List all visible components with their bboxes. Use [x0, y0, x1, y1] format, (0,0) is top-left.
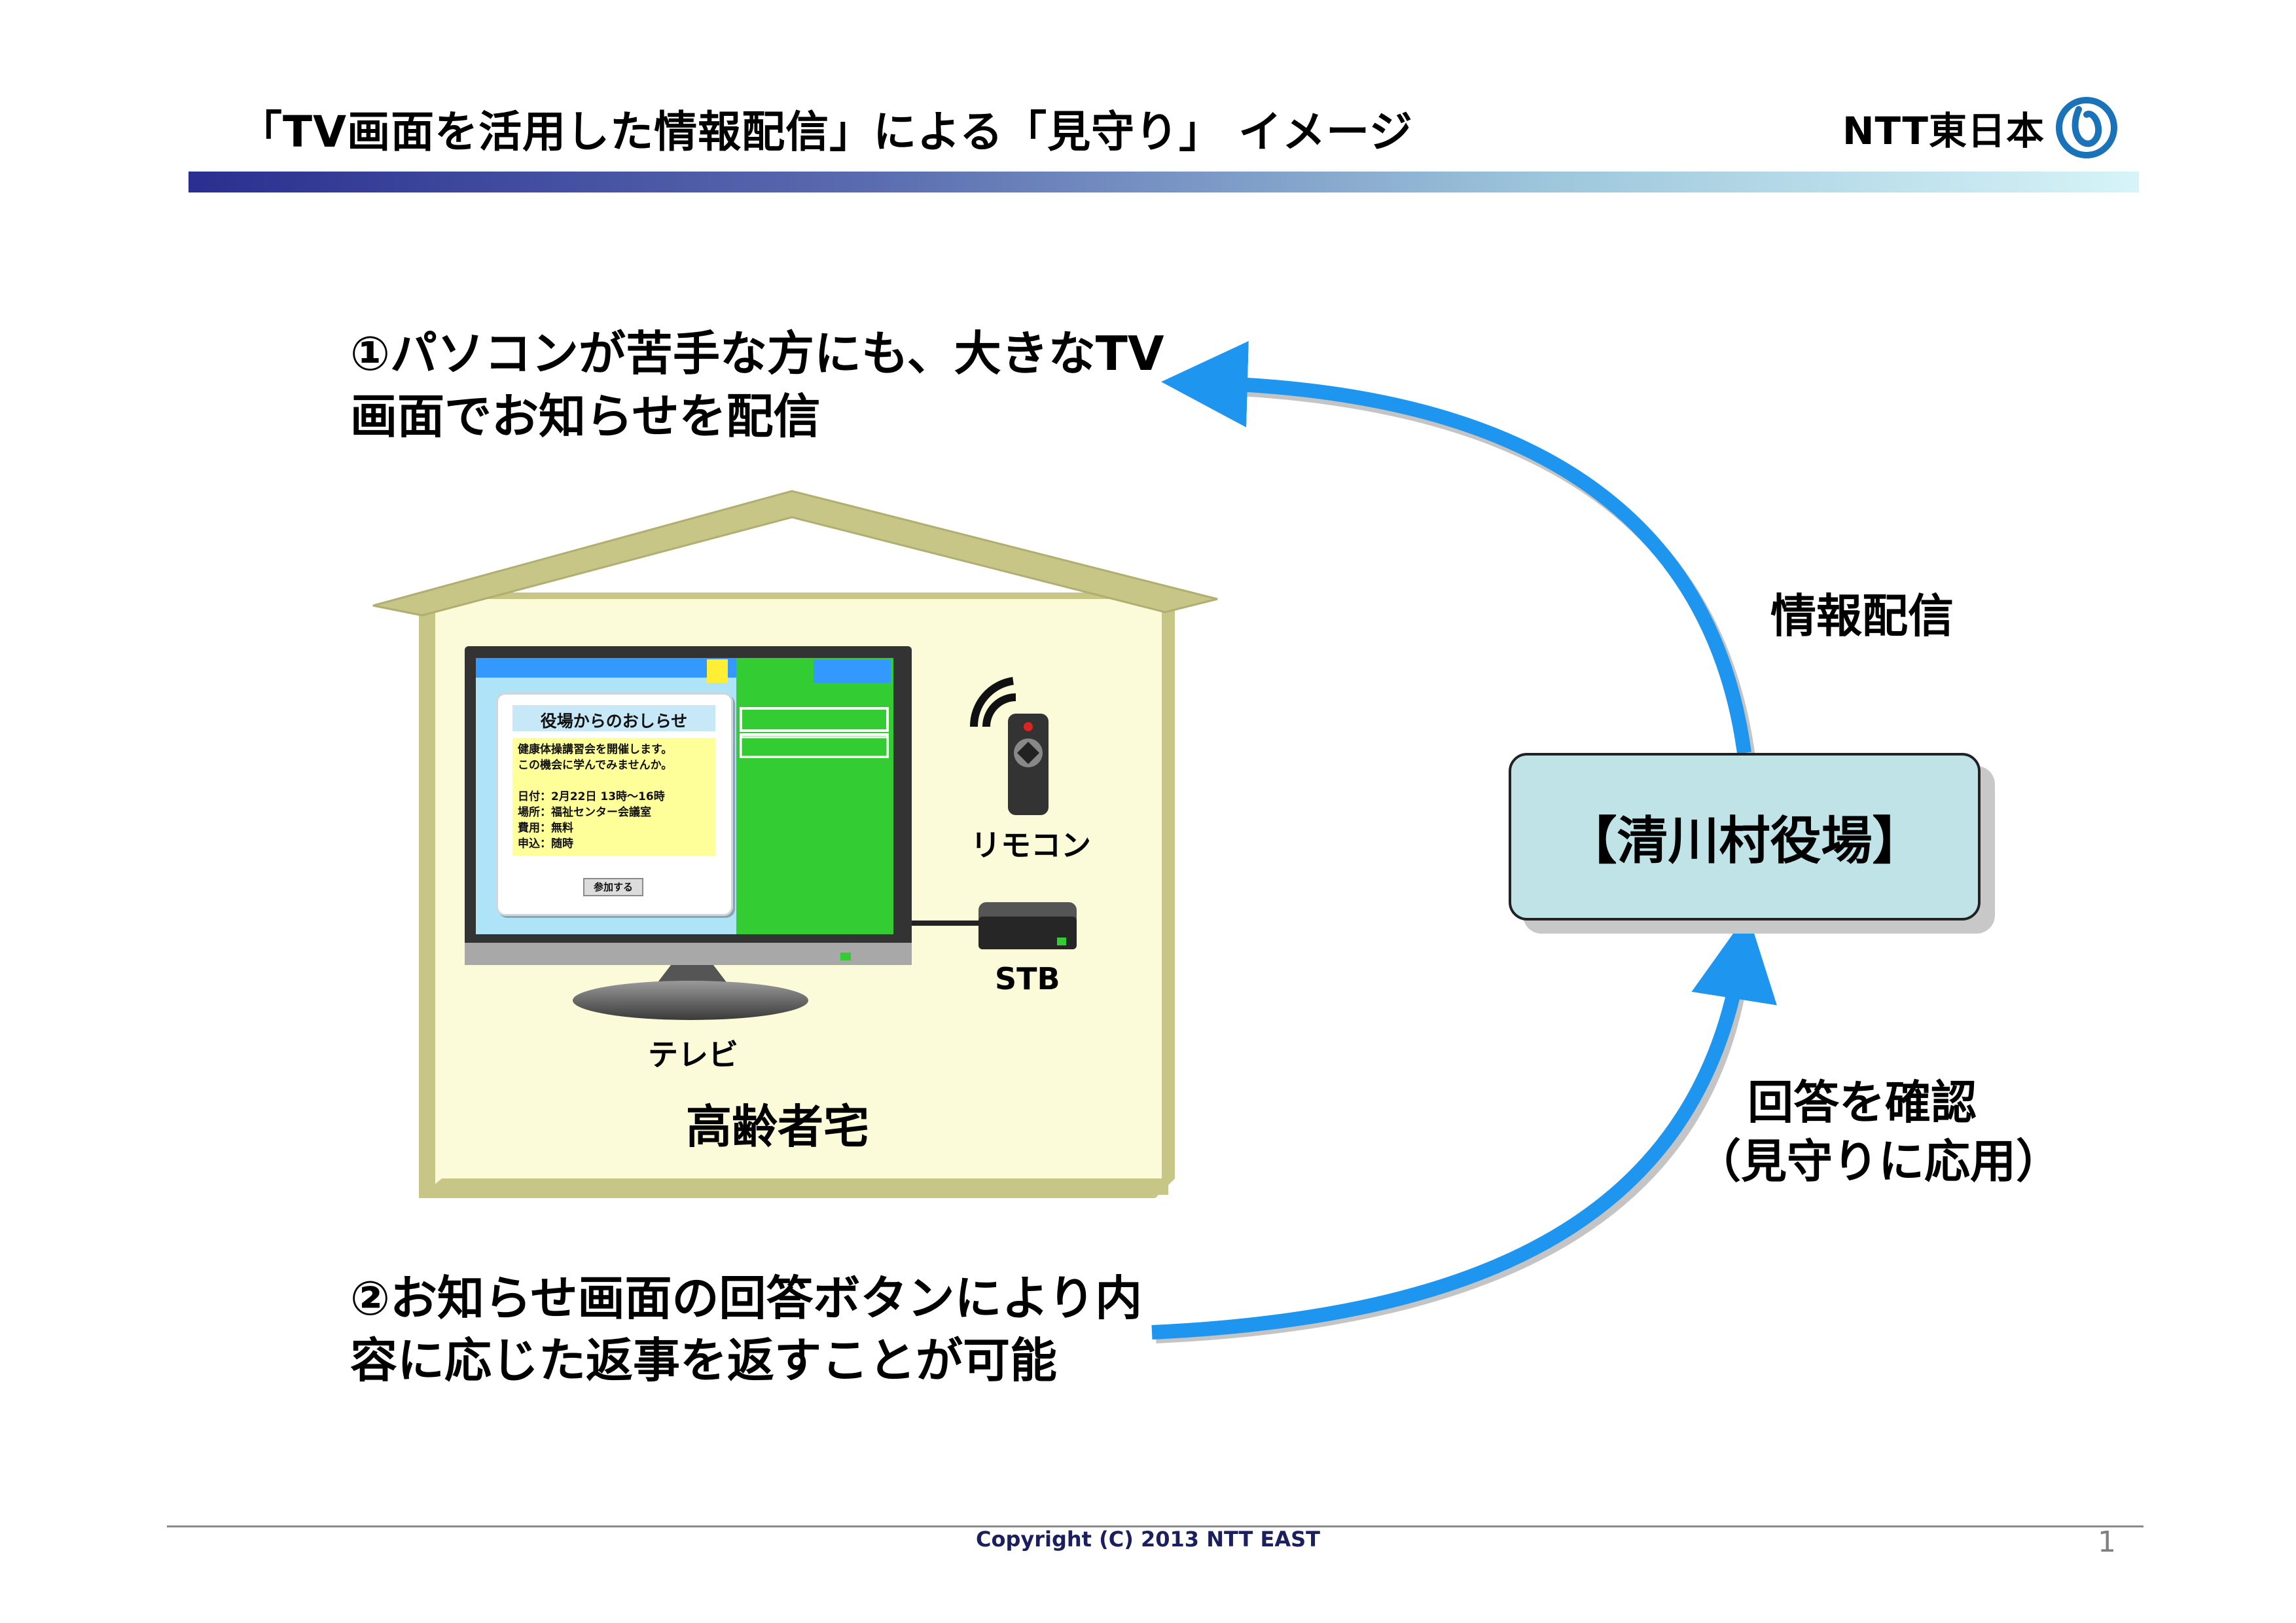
house-label: 高齢者宅: [686, 1100, 869, 1154]
office-box-label: 【清川村役場】: [1566, 812, 1924, 871]
arrow-bottom-label-2: （見守りに応用）: [1695, 1135, 2062, 1188]
remote-signal-arc: [982, 693, 1016, 727]
point2-line2: 容に応じた返事を返すことが可能: [350, 1333, 1058, 1388]
notice-title-bar: 役場からのおしらせ: [512, 705, 715, 731]
remote-red-led: [1024, 722, 1033, 731]
point1-line2: 画面でお知らせを配信: [350, 389, 821, 444]
stb-illustration: [912, 902, 1077, 949]
tv-frame-bottom: [465, 943, 912, 965]
tv-blue-tab: [814, 659, 891, 683]
ntt-east-logo: NTT東日本: [1842, 92, 2119, 164]
tv-side-field: [740, 736, 889, 758]
tv-side-panel: [736, 658, 893, 934]
remote-label: リモコン: [971, 828, 1091, 863]
notice-line: 場所：福祉センター会議室: [518, 806, 651, 819]
arrow-reply-confirm: [1151, 913, 1777, 1340]
logo-text: NTT東日本: [1842, 109, 2045, 153]
footer-divider: [167, 1525, 2144, 1527]
tv-green-tab: [738, 659, 810, 683]
remote-signal-arc: [969, 677, 1014, 727]
notice-line: 申込：随時: [518, 837, 573, 850]
tv-yellow-tab: [707, 659, 728, 683]
stb-led: [1057, 938, 1066, 945]
tv-stand-base: [573, 981, 808, 1020]
notice-line: 健康体操講習会を開催します。: [518, 743, 673, 756]
page-number: 1: [2098, 1525, 2116, 1559]
point2-line1: ②お知らせ画面の回答ボタンにより内: [350, 1271, 1143, 1326]
point1-line1: ①パソコンが苦手な方にも、大きなTV: [350, 326, 1164, 381]
copyright: Copyright (C) 2013 NTT EAST: [976, 1527, 1320, 1552]
arrow-bottom-label-1: 回答を確認: [1748, 1076, 1977, 1129]
tv-side-field: [740, 707, 889, 732]
arrow-top-label: 情報配信: [1770, 589, 1954, 643]
house-roof: [372, 490, 1218, 617]
join-button[interactable]: 参加する: [583, 878, 643, 896]
ntt-logo-icon: [2056, 97, 2117, 158]
stb-body: [978, 917, 1077, 949]
title-gradient-bar: [188, 172, 2139, 192]
notice-line: 日付：2月22日 13時～16時: [518, 790, 665, 803]
notice-line: この機会に学んでみませんか。: [518, 759, 673, 772]
page-title: 「TV画面を活用した情報配信」による「見守り」 イメージ: [239, 107, 1413, 157]
stb-label: STB: [995, 961, 1060, 996]
tv-label: テレビ: [648, 1037, 738, 1072]
house-bottom-edge: [419, 1178, 1175, 1198]
office-box: 【清川村役場】: [1509, 753, 1981, 921]
remote-dpad: [1017, 742, 1039, 764]
notice-line: 費用：無料: [518, 822, 573, 835]
notice-line: [518, 773, 715, 789]
remote-illustration: [969, 677, 1049, 815]
arrow-info-delivery: [1161, 340, 1751, 754]
notice-title: 役場からのおしらせ: [540, 712, 688, 731]
arrow-info-delivery: [1194, 380, 1755, 758]
notice-window: 役場からのおしらせ 健康体操講習会を開催します。 この機会に学んでみませんか。 …: [496, 693, 733, 916]
notice-body: 健康体操講習会を開催します。 この機会に学んでみませんか。 日付：2月22日 1…: [512, 738, 715, 856]
tv-power-led: [840, 953, 851, 960]
